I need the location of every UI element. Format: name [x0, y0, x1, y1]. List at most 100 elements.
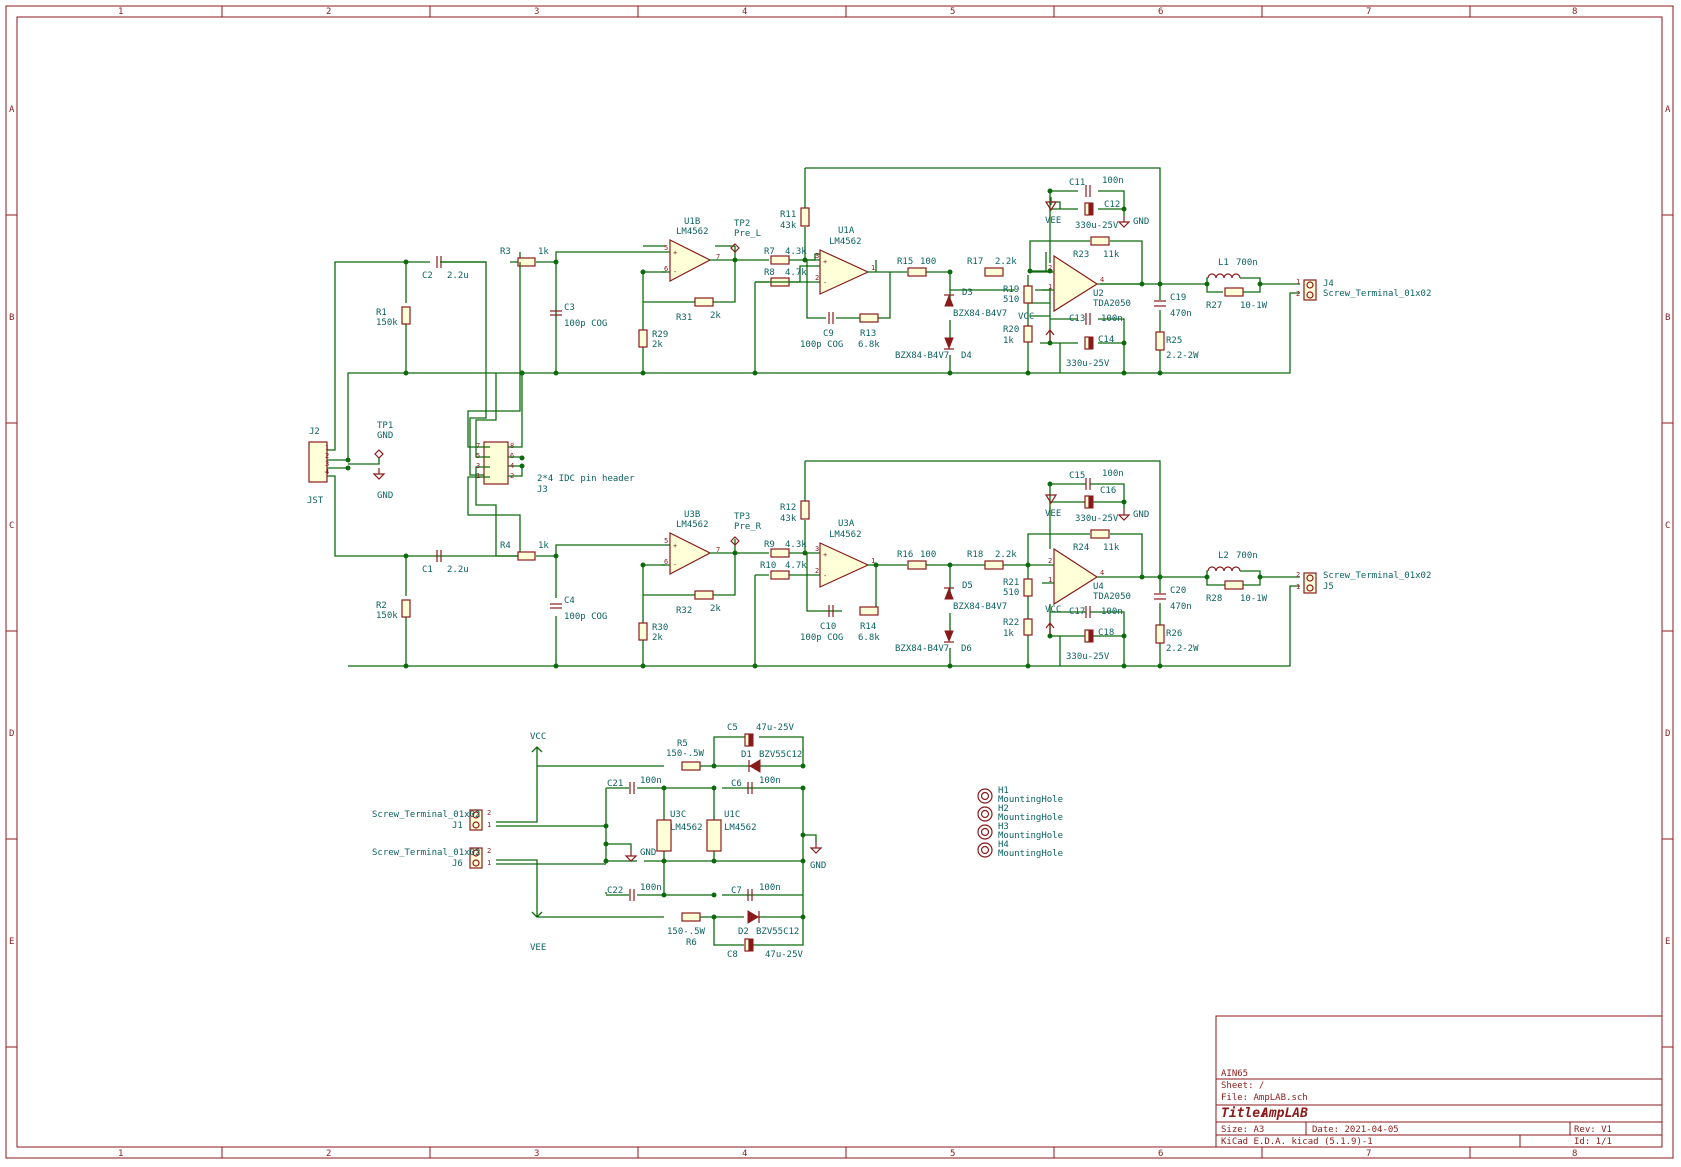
c18-value: 330u-25V: [1066, 652, 1110, 662]
u3a-pin1: 1: [871, 557, 875, 565]
c17-ref: C17: [1069, 607, 1085, 617]
c1-ref: C1: [422, 565, 433, 575]
row-label-a: A: [9, 105, 15, 115]
c3-value: 100p COG: [564, 319, 607, 329]
c4-value: 100p COG: [564, 612, 607, 622]
u3b-ref: U3B: [684, 510, 700, 520]
h2-value: MountingHole: [998, 813, 1063, 823]
r10-value: 4.7k: [785, 561, 807, 571]
j1-pin-a: [472, 811, 480, 819]
u1b-pin7: 7: [716, 253, 720, 261]
r24-resistor: [1090, 529, 1110, 539]
j3-pin7: 7: [476, 442, 480, 450]
col-label-7-bottom: 7: [1366, 1149, 1371, 1159]
c5-plate-b: [749, 733, 754, 747]
col-label-6-bottom: 6: [1158, 1149, 1163, 1159]
c22-ref: C22: [607, 886, 623, 896]
u3a-minus: -: [823, 572, 827, 580]
j4-ref: J4: [1323, 279, 1334, 289]
r32-resistor: [694, 590, 714, 600]
u1a-pin2: 2: [815, 274, 819, 282]
tp1-symbol: [374, 449, 384, 459]
r12-value: 43k: [780, 514, 797, 524]
c14-ref: C14: [1098, 335, 1114, 345]
r4-resistor: [517, 551, 536, 561]
col-label-4: 4: [742, 7, 747, 17]
u1c-ref: U1C: [724, 810, 740, 820]
tp2-symbol: [730, 243, 740, 253]
r9-resistor: [770, 548, 790, 558]
c19-value: 470n: [1170, 309, 1192, 319]
c6-ref: C6: [731, 779, 742, 789]
u3b-value: LM4562: [676, 520, 709, 530]
c6-value: 100n: [759, 776, 781, 786]
r22-ref: R22: [1003, 618, 1019, 628]
r11-ref: R11: [780, 210, 796, 220]
u1b-opamp: [669, 239, 712, 282]
u3b-pin7: 7: [716, 546, 720, 554]
power-section: VCC VEE 2 1 Screw_Terminal_01x02 J1 2 1 …: [372, 723, 826, 960]
j4-pin2: 2: [1296, 290, 1300, 298]
j2-value: JST: [307, 496, 324, 506]
title-size: Size: A3: [1221, 1125, 1264, 1135]
d3-value: BZX84-B4V7: [953, 309, 1007, 319]
d2-ref: D2: [738, 927, 749, 937]
col-label-1-bottom: 1: [118, 1149, 123, 1159]
d6-ref: D6: [961, 644, 972, 654]
c13-value: 100n: [1101, 314, 1123, 324]
tp1-ref: TP1: [377, 421, 393, 431]
col-label-1: 1: [118, 7, 123, 17]
r1-value: 150k: [376, 318, 398, 328]
j6-pin-b: [472, 859, 480, 867]
d3-ref: D3: [962, 288, 973, 298]
u4-ref: U4: [1093, 582, 1104, 592]
j2-pin2: 2: [325, 452, 329, 460]
r24-value: 11k: [1103, 543, 1120, 553]
c12-plate-b: [1089, 202, 1094, 216]
junction-dots: [403, 481, 1263, 669]
j3-pin3: 3: [476, 462, 480, 470]
l2-ref: L2: [1218, 551, 1229, 561]
tp1-wire: [348, 458, 380, 465]
c2-value: 2.2u: [447, 271, 469, 281]
c9-ref: C9: [823, 329, 834, 339]
r8-value: 4.7k: [785, 268, 807, 278]
c7-ref: C7: [731, 886, 742, 896]
r14-resistor: [859, 606, 879, 616]
col-label-2: 2: [326, 7, 331, 17]
j5-ref: J5: [1323, 582, 1334, 592]
u1b-pin5: 5: [664, 244, 668, 252]
c15-value: 100n: [1102, 469, 1124, 479]
row-label-b: B: [9, 313, 14, 323]
c8-ref: C8: [727, 950, 738, 960]
r8-ref: R8: [764, 268, 775, 278]
wire-net: [496, 736, 817, 946]
title-company: AIN65: [1221, 1069, 1248, 1079]
j5-screw-terminal: [1303, 572, 1317, 594]
r22-resistor: [1023, 618, 1033, 636]
vcc-arrow-icon: [1045, 329, 1055, 341]
connector-j3: 7 5 3 1 8 6 4 2 2*4 IDC pin header J3: [467, 262, 635, 556]
c21-value: 100n: [640, 776, 662, 786]
d1-value: BZV55C12: [759, 750, 802, 760]
title-prefix: Title:: [1221, 1106, 1268, 1121]
c22-value: 100n: [640, 883, 662, 893]
h3-value: MountingHole: [998, 831, 1063, 841]
r28-value: 10-1W: [1240, 594, 1268, 604]
r18-value: 2.2k: [995, 550, 1017, 560]
vcc-rail-label: VCC: [530, 732, 546, 742]
u1a-wires: [755, 259, 876, 283]
r24-ref: R24: [1073, 543, 1089, 553]
u3a-plus: +: [823, 551, 827, 559]
row-label-c: C: [9, 521, 14, 531]
row-label-a-right: A: [1665, 105, 1671, 115]
r21-resistor: [1023, 578, 1033, 597]
vcc-arrow-icon: [1045, 622, 1055, 634]
r16-resistor: [907, 560, 927, 570]
vcc-label: VCC: [1018, 312, 1034, 322]
r2-ref: R2: [376, 601, 387, 611]
r13-resistor: [859, 313, 879, 323]
u3c-power-unit: [656, 819, 672, 852]
col-label-3: 3: [534, 7, 539, 17]
